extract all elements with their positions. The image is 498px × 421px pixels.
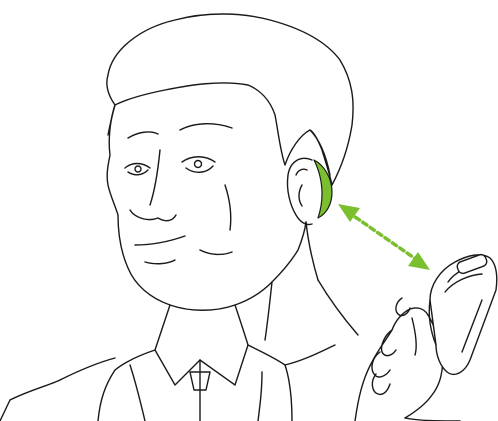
eyes [125, 157, 215, 175]
wireless-link-arrow-icon [338, 204, 430, 270]
mouth [135, 236, 185, 264]
collar-and-suit [0, 280, 358, 421]
face-outline [107, 105, 318, 340]
eyebrows [128, 124, 232, 138]
hair [107, 14, 353, 185]
remote-control-icon [429, 253, 497, 374]
nose [130, 150, 176, 221]
ear [287, 158, 312, 224]
cheek-lines [200, 185, 232, 254]
